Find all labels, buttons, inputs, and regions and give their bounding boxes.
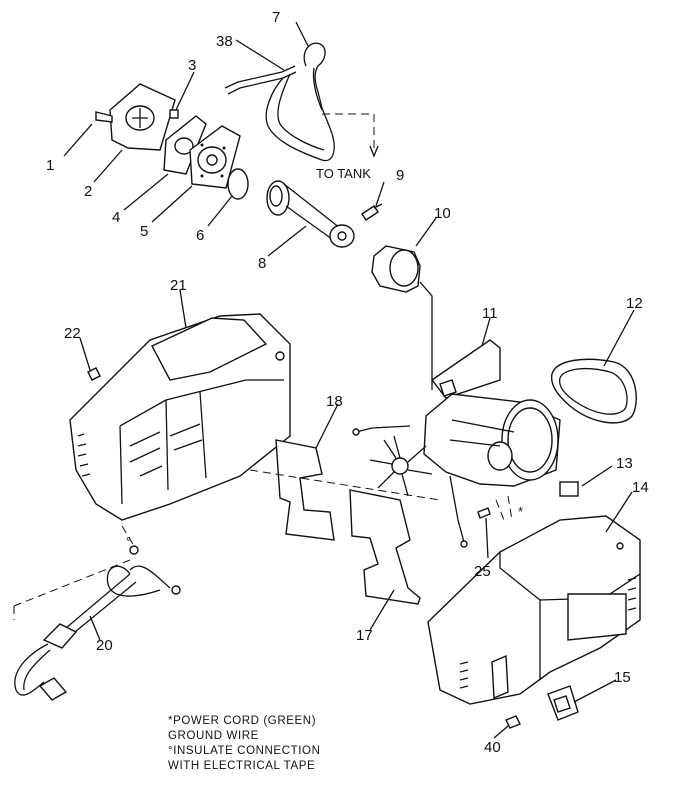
part-14-shroud-front xyxy=(427,515,641,705)
part-21-shroud-back xyxy=(69,313,291,521)
callout-10: 10 xyxy=(434,205,451,222)
note-line-4: WITH ELECTRICAL TAPE xyxy=(168,760,316,772)
callout-2: 2 xyxy=(84,183,92,200)
to-tank-leader xyxy=(322,113,375,152)
callout-6: 6 xyxy=(196,227,204,244)
callout-8: 8 xyxy=(258,255,266,272)
callout-21: 21 xyxy=(170,277,187,294)
motor-ground-terminal xyxy=(460,540,468,548)
note-line-2: GROUND WIRE xyxy=(168,730,259,742)
motor-lead-wire xyxy=(355,425,465,543)
cord-leader xyxy=(13,525,135,620)
callout-20: 20 xyxy=(96,637,113,654)
part-38-discharge-tube xyxy=(224,65,335,162)
callout-12: 12 xyxy=(626,295,643,312)
cord-ground-terminal xyxy=(171,585,181,595)
part-8-connecting-rod xyxy=(266,180,355,248)
to-tank-arrow xyxy=(369,145,379,158)
motor-fan xyxy=(369,435,433,497)
callout-4: 4 xyxy=(112,209,120,226)
asterisk-mark: * xyxy=(518,504,523,519)
callout-1: 1 xyxy=(46,157,54,174)
screw-25-leader xyxy=(495,495,513,521)
callout-17: 17 xyxy=(356,627,373,644)
degree-mark: ° xyxy=(126,534,131,549)
part-17-insulator xyxy=(349,489,421,605)
motor-lead-terminal xyxy=(352,428,360,436)
part-10-cylinder-sleeve xyxy=(371,245,421,293)
part-15-switch xyxy=(547,685,579,721)
part-2-cylinder-head xyxy=(95,83,176,151)
shroud-alignment-line xyxy=(249,469,441,501)
part-9-screw xyxy=(361,203,383,221)
callout-11: 11 xyxy=(482,305,498,322)
cylinder-to-motor-leader xyxy=(419,281,433,390)
callout-18: 18 xyxy=(326,393,343,410)
callout-leaders xyxy=(63,21,635,739)
callout-38: 38 xyxy=(216,33,233,50)
callout-13: 13 xyxy=(616,455,633,472)
to-tank-label: TO TANK xyxy=(316,166,371,181)
part-6-o-ring xyxy=(227,168,249,200)
callout-14: 14 xyxy=(632,479,649,496)
part-25-screw xyxy=(477,507,491,519)
part-22-screw xyxy=(87,367,101,381)
callout-3: 3 xyxy=(188,57,196,74)
part-12-belt xyxy=(550,358,637,424)
part-40-screw xyxy=(505,715,521,729)
footnotes: *POWER CORD (GREEN) GROUND WIRE °INSULAT… xyxy=(168,714,320,774)
part-5-valve-plate xyxy=(189,125,241,189)
part-11-motor-assembly xyxy=(423,339,561,487)
cord-terminal xyxy=(129,545,139,555)
callout-5: 5 xyxy=(140,223,148,240)
callout-40: 40 xyxy=(484,739,501,756)
part-18-insulator xyxy=(275,439,335,541)
callout-22: 22 xyxy=(64,325,81,342)
callout-7: 7 xyxy=(272,9,280,26)
callout-25: 25 xyxy=(474,563,491,580)
callout-15: 15 xyxy=(614,669,631,686)
callout-9: 9 xyxy=(396,167,404,184)
callout-labels: 1 2 3 4 5 6 7 38 8 9 10 11 12 13 14 15 1… xyxy=(46,9,649,756)
note-line-1: *POWER CORD (GREEN) xyxy=(168,715,317,727)
part-13-block xyxy=(559,481,579,497)
part-20-power-cord xyxy=(14,565,171,701)
part-7-clip xyxy=(303,42,326,111)
note-line-3: °INSULATE CONNECTION xyxy=(168,745,321,757)
